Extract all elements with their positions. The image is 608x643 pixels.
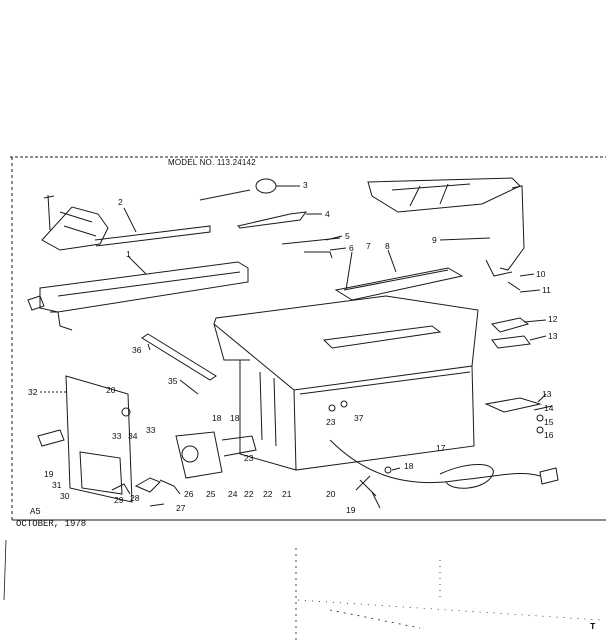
part-label-10: 10 <box>536 269 546 279</box>
part-label-18c: 18 <box>404 461 414 471</box>
part-label-14: 14 <box>544 403 554 413</box>
part-label-33b: 33 <box>146 425 156 435</box>
part-label-7: 7 <box>366 241 371 251</box>
part-label-18b: 18 <box>230 413 240 423</box>
part-label-29: 29 <box>114 495 124 505</box>
part-label-13b: 13 <box>542 389 552 399</box>
part-label-31: 31 <box>52 480 62 490</box>
part-label-19a: 19 <box>44 469 54 479</box>
part-label-1: 1 <box>126 249 131 259</box>
small-hardware-parts <box>199 178 341 259</box>
part-label-21: 21 <box>282 489 292 499</box>
side-panel <box>37 375 133 503</box>
part-label-2: 2 <box>118 197 123 207</box>
part-label-20a: 20 <box>106 385 116 395</box>
splitter-brackets <box>484 317 542 413</box>
power-cord <box>329 439 559 489</box>
saw-cabinet <box>213 295 479 471</box>
part-label-25: 25 <box>206 489 216 499</box>
part-label-11: 11 <box>542 285 551 295</box>
insert-and-guard <box>334 177 525 301</box>
part-label-24: 24 <box>228 489 238 499</box>
part-label-16: 16 <box>544 430 554 440</box>
part-label-28: 28 <box>130 493 140 503</box>
rip-fence <box>27 261 249 331</box>
part-label-33a: 33 <box>112 431 122 441</box>
miter-gauge <box>41 194 211 251</box>
scan-marks <box>3 539 601 640</box>
part-label-36: 36 <box>132 345 142 355</box>
part-label-34: 34 <box>128 431 138 441</box>
part-label-4: 4 <box>325 209 330 219</box>
part-label-23a: 23 <box>326 417 336 427</box>
model-number-label: MODEL NO. 113.24142 <box>168 158 256 167</box>
part-label-13a: 13 <box>548 331 558 341</box>
part-label-22a: 22 <box>244 489 254 499</box>
leader-lines <box>40 185 547 471</box>
part-label-17: 17 <box>436 443 446 453</box>
assorted-fasteners <box>111 281 553 509</box>
part-label-12: 12 <box>548 314 558 324</box>
part-label-5: 5 <box>345 231 350 241</box>
revision-date: OCTOBER, 1978 <box>16 519 87 529</box>
part-label-9: 9 <box>432 235 437 245</box>
part-label-32: 32 <box>28 387 38 397</box>
part-label-22b: 22 <box>263 489 273 499</box>
part-label-26: 26 <box>184 489 194 499</box>
page-code: A5 <box>30 507 41 517</box>
part-label-6: 6 <box>349 243 354 253</box>
part-label-18a: 18 <box>212 413 222 423</box>
part-label-37: 37 <box>354 413 364 423</box>
part-label-20b: 20 <box>326 489 336 499</box>
guide-bar <box>141 333 217 381</box>
part-label-8: 8 <box>385 241 390 251</box>
part-label-30: 30 <box>60 491 70 501</box>
part-label-15: 15 <box>544 417 554 427</box>
part-label-23b: 23 <box>244 453 254 463</box>
corner-mark: T <box>590 622 596 632</box>
motor <box>175 431 257 479</box>
part-label-35: 35 <box>168 376 178 386</box>
part-label-27: 27 <box>176 503 186 513</box>
part-label-3: 3 <box>303 180 308 190</box>
part-label-19b: 19 <box>346 505 356 515</box>
